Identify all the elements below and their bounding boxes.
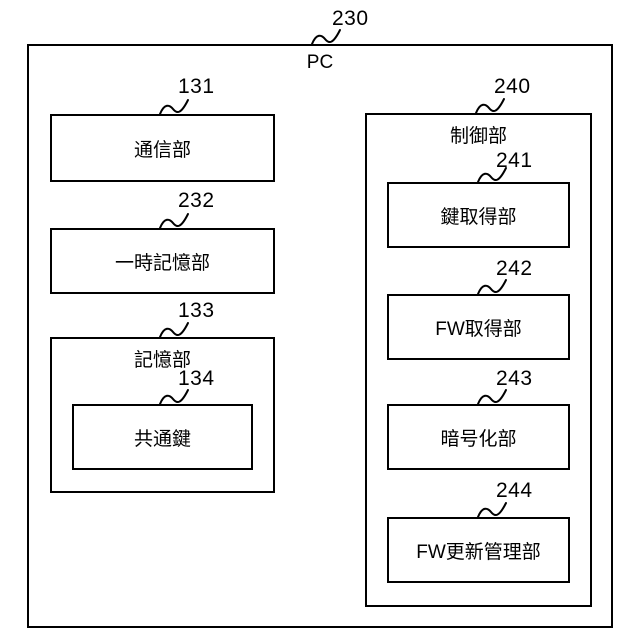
block-storage-unit-label: 記憶部 xyxy=(133,350,191,371)
ref-number-243: 243 xyxy=(496,367,533,390)
leader-squiggle-230 xyxy=(311,29,341,45)
block-fw-update-management-unit: FW更新管理部 xyxy=(387,517,570,583)
block-fw-update-management-unit-label: FW更新管理部 xyxy=(416,541,541,563)
ref-number-244: 244 xyxy=(496,479,533,502)
block-temporary-storage-unit-label: 一時記憶部 xyxy=(114,252,210,274)
ref-number-240: 240 xyxy=(494,75,531,98)
ref-number-242: 242 xyxy=(496,257,533,280)
block-communication-unit: 通信部 xyxy=(50,114,275,182)
block-key-acquisition-unit: 鍵取得部 xyxy=(387,182,570,248)
block-key-acquisition-unit-label: 鍵取得部 xyxy=(440,206,517,228)
pc-frame-label: PC xyxy=(306,52,334,73)
block-common-key-label: 共通鍵 xyxy=(133,428,191,450)
block-encryption-unit: 暗号化部 xyxy=(387,404,570,470)
ref-number-230: 230 xyxy=(332,7,369,30)
block-communication-unit-label: 通信部 xyxy=(133,139,191,161)
block-common-key: 共通鍵 xyxy=(72,404,253,470)
block-control-unit-label: 制御部 xyxy=(449,126,507,147)
block-fw-acquisition-unit: FW取得部 xyxy=(387,294,570,360)
ref-number-134: 134 xyxy=(178,367,215,390)
block-encryption-unit-label: 暗号化部 xyxy=(440,428,517,450)
ref-number-241: 241 xyxy=(496,149,533,172)
ref-number-133: 133 xyxy=(178,299,215,322)
block-fw-acquisition-unit-label: FW取得部 xyxy=(435,318,522,340)
ref-number-131: 131 xyxy=(178,75,215,98)
ref-number-232: 232 xyxy=(178,189,215,212)
block-temporary-storage-unit: 一時記憶部 xyxy=(50,228,275,294)
